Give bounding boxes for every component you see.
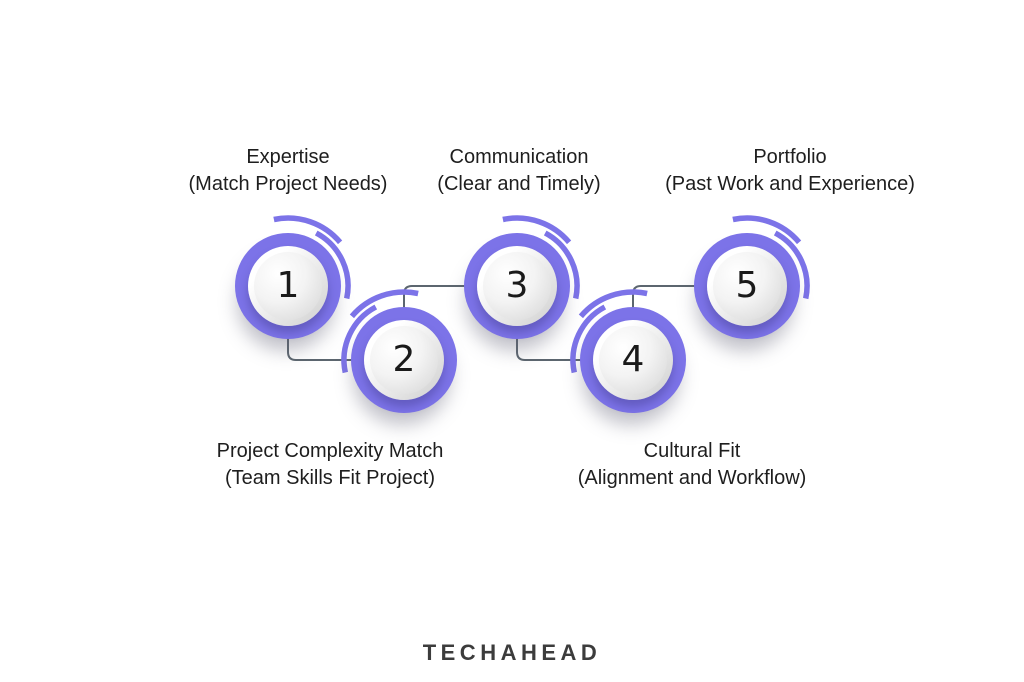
step-disc-1: 1 xyxy=(235,233,341,339)
step-label-4: Cultural Fit (Alignment and Workflow) xyxy=(578,438,807,492)
step-subtitle-4: (Alignment and Workflow) xyxy=(577,467,807,489)
step-number-circle-3: 3 xyxy=(483,252,551,320)
step-subtitle-1: (Match Project Needs) xyxy=(188,173,388,195)
arc-decoration-2-inner xyxy=(341,304,378,374)
arc-decoration-group xyxy=(273,215,810,374)
step-label-1: Expertise (Match Project Needs) xyxy=(189,144,388,198)
step-bevel-1: 1 xyxy=(248,246,328,326)
step-number-circle-1: 1 xyxy=(254,252,322,320)
step-subtitle-3: (Clear and Timely) xyxy=(437,173,601,195)
step-node-4: 4 xyxy=(580,307,686,413)
step-number-circle-4: 4 xyxy=(599,326,667,394)
step-number-5: 5 xyxy=(735,265,759,306)
step-disc-2: 2 xyxy=(351,307,457,413)
step-bevel-4: 4 xyxy=(593,320,673,400)
step-number-circle-5: 5 xyxy=(713,252,781,320)
step-title-3: Communication xyxy=(449,146,589,168)
arc-decoration-2-outer xyxy=(349,289,419,319)
step-label-5: Portfolio (Past Work and Experience) xyxy=(665,144,915,198)
arc-decoration-4-outer xyxy=(578,289,648,319)
step-disc-3: 3 xyxy=(464,233,570,339)
step-title-5: Portfolio xyxy=(753,146,827,168)
step-number-3: 3 xyxy=(505,265,529,306)
arc-decoration-4-inner xyxy=(570,304,607,374)
step-node-1: 1 xyxy=(235,233,341,339)
arc-decoration-1-inner xyxy=(314,230,351,300)
step-number-2: 2 xyxy=(392,339,416,380)
arc-decoration-3-inner xyxy=(543,230,580,300)
step-number-circle-2: 2 xyxy=(370,326,438,394)
arc-decoration-5-outer xyxy=(732,215,802,245)
step-subtitle-5: (Past Work and Experience) xyxy=(665,173,915,195)
step-bevel-3: 3 xyxy=(477,246,557,326)
step-bevel-2: 2 xyxy=(364,320,444,400)
step-bevel-5: 5 xyxy=(707,246,787,326)
arc-decoration-1-outer xyxy=(273,215,343,245)
step-label-3: Communication (Clear and Timely) xyxy=(437,144,600,198)
step-disc-5: 5 xyxy=(694,233,800,339)
step-title-1: Expertise xyxy=(246,146,330,168)
step-disc-4: 4 xyxy=(580,307,686,413)
step-subtitle-2: (Team Skills Fit Project) xyxy=(224,467,436,489)
arc-decoration-3-outer xyxy=(502,215,572,245)
step-node-5: 5 xyxy=(694,233,800,339)
step-label-2: Project Complexity Match (Team Skills Fi… xyxy=(217,438,444,492)
step-title-4: Cultural Fit xyxy=(643,440,741,462)
brand-logo: TECHAHEAD xyxy=(422,640,602,665)
connector-1-2 xyxy=(287,286,404,361)
step-node-2: 2 xyxy=(351,307,457,413)
arc-decoration-5-inner xyxy=(773,230,810,300)
step-title-2: Project Complexity Match xyxy=(216,440,444,462)
step-node-3: 3 xyxy=(464,233,570,339)
step-number-4: 4 xyxy=(621,339,645,380)
connector-3-4 xyxy=(516,286,633,361)
step-number-1: 1 xyxy=(276,265,300,306)
